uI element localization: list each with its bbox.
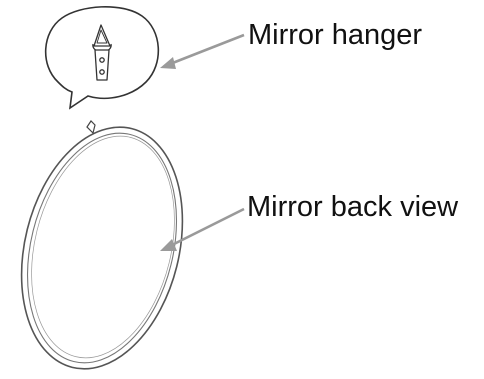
back-view-arrow — [160, 207, 245, 251]
mirror-back-view-label: Mirror back view — [247, 191, 459, 223]
mirror-hanger-icon — [92, 24, 112, 81]
mirror-hanger-label: Mirror hanger — [248, 19, 423, 51]
round-mirror-back-icon — [20, 120, 184, 370]
hanger-arrow — [160, 33, 245, 69]
hanger-callout — [44, 6, 160, 110]
